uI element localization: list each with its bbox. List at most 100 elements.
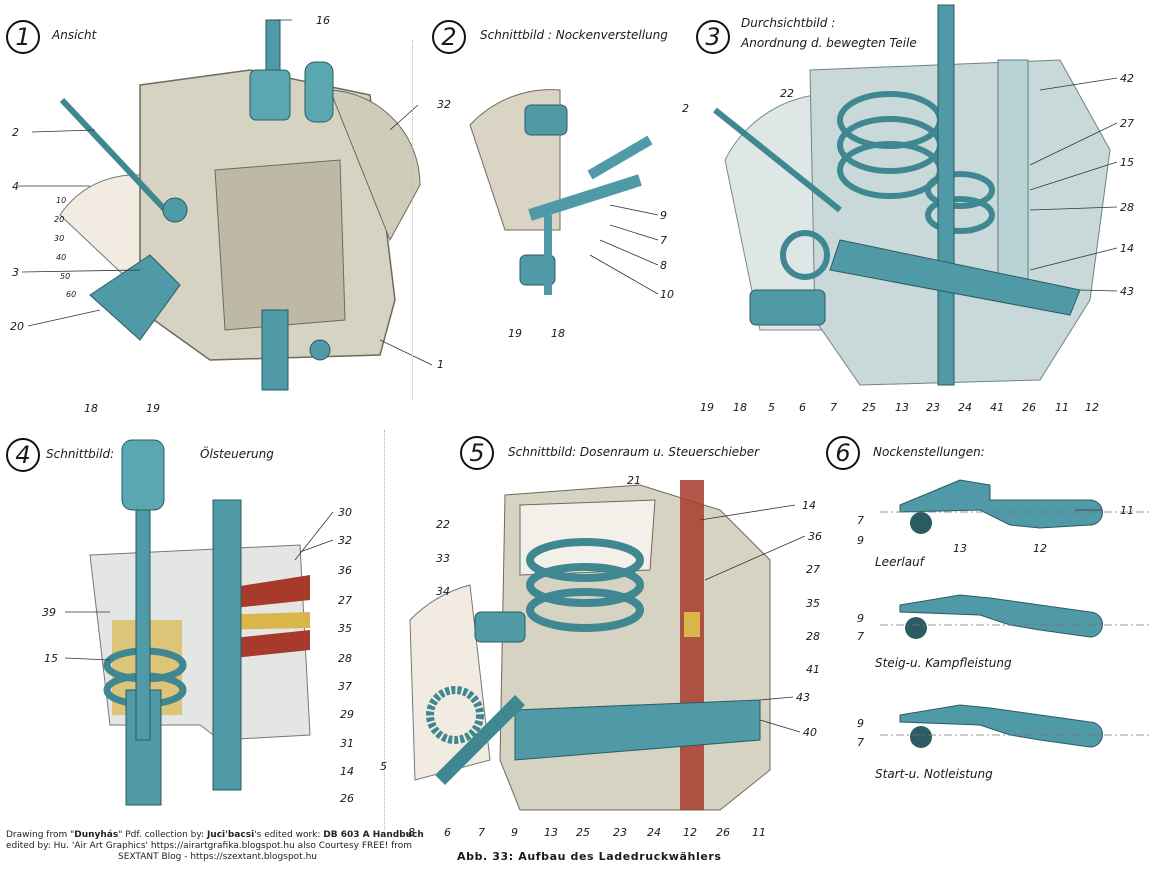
callout-label: 28	[338, 652, 352, 665]
callout-label: 24	[647, 826, 661, 839]
panel-title: Ansicht	[52, 28, 97, 42]
callout-label: 10	[660, 288, 674, 301]
callout-label: 1	[437, 358, 444, 371]
callout-label: 22	[780, 87, 794, 100]
callout-label: 16	[316, 14, 330, 27]
callout-label: 9	[511, 826, 518, 839]
credits-block: Drawing from "Dunyhás" Pdf. collection b…	[6, 830, 424, 863]
callout-label: 41	[806, 663, 820, 676]
panel2-drawing	[469, 89, 653, 295]
callout-label: 22	[436, 518, 450, 531]
callout-label: 7	[857, 514, 864, 527]
callout-label: 23	[926, 401, 940, 414]
callout-label: 31	[340, 737, 354, 750]
credits-text: Juci'bacsi	[206, 830, 255, 840]
callout-label: 23	[613, 826, 627, 839]
callout-label: 7	[478, 826, 485, 839]
callout-label: 5	[380, 760, 387, 773]
callout-label: 19	[700, 401, 714, 414]
callout-label: 12	[1033, 542, 1047, 555]
callout-label: 19	[146, 402, 160, 415]
callout-label: 8	[660, 259, 667, 272]
callout-label: 41	[990, 401, 1004, 414]
callout-label: 39	[42, 606, 56, 619]
callout-label: 32	[338, 534, 352, 547]
callout-label: 29	[340, 708, 354, 721]
callout-label: 43	[1120, 285, 1134, 298]
credits-text: " Pdf. collection by:	[118, 830, 207, 840]
leader-lines	[18, 19, 1118, 733]
callout-label: 11	[1055, 401, 1069, 414]
center-lines	[880, 511, 1150, 736]
panel1-drawing	[59, 19, 421, 391]
callout-label: 35	[338, 622, 352, 635]
callout-label: 26	[340, 792, 354, 805]
callout-label: 9	[857, 717, 864, 730]
callout-label: 13	[953, 542, 967, 555]
separator-line	[384, 430, 385, 830]
callout-label: 35	[806, 597, 820, 610]
callout-label: 15	[44, 652, 58, 665]
callout-label: 4	[12, 180, 19, 193]
credits-text: Drawing from "	[6, 830, 75, 840]
panel-title-b: Ölsteuerung	[200, 447, 274, 461]
callout-label: 8	[408, 826, 415, 839]
callout-label: 6	[444, 826, 451, 839]
callout-label: 14	[340, 765, 354, 778]
panel-title-a: Schnittbild:	[46, 447, 115, 461]
callout-label: 26	[1022, 401, 1036, 414]
callout-label: 28	[806, 630, 820, 643]
callout-label: 7	[857, 630, 864, 643]
callout-label: 14	[802, 499, 816, 512]
separator-line	[412, 40, 413, 400]
cam-position-label: Start-u. Notleistung	[875, 767, 993, 781]
credits-line-3: SEXTANT Blog - https://szextant.blogspot…	[118, 852, 317, 862]
panel-title-line1: Durchsichtbild :	[741, 16, 836, 30]
callout-label: 27	[338, 594, 352, 607]
callout-label: 28	[1120, 201, 1134, 214]
callout-label: 32	[437, 98, 451, 111]
panel-number: 3	[696, 20, 730, 54]
scale-tick: 30	[54, 234, 65, 243]
panel-title: Nockenstellungen:	[873, 445, 985, 459]
scale-tick: 10	[56, 196, 67, 205]
callout-label: 42	[1120, 72, 1134, 85]
callout-label: 18	[733, 401, 747, 414]
panel-title: Schnittbild: Dosenraum u. Steuerschieber	[508, 445, 760, 459]
callout-label: 9	[857, 612, 864, 625]
panel-title-line2: Anordnung d. bewegten Teile	[741, 36, 917, 50]
panel-number: 5	[460, 436, 494, 470]
credits-text: DB 603 A Handbuch	[323, 830, 424, 840]
callout-label: 33	[436, 552, 450, 565]
panel-title: Schnittbild : Nockenverstellung	[480, 28, 668, 42]
callout-label: 20	[10, 320, 24, 333]
credits-text: Dunyhás	[74, 830, 119, 840]
panel-number: 4	[6, 438, 40, 472]
panel3-drawing	[713, 4, 1111, 386]
callout-label: 37	[338, 680, 352, 693]
callout-label: 25	[576, 826, 590, 839]
callout-label: 27	[806, 563, 820, 576]
callout-label: 27	[1120, 117, 1134, 130]
callout-label: 9	[857, 534, 864, 547]
callout-label: 12	[1085, 401, 1099, 414]
callout-label: 13	[544, 826, 558, 839]
panel-number: 6	[826, 436, 860, 470]
callout-label: 3	[12, 266, 19, 279]
callout-label: 2	[12, 126, 19, 139]
callout-label: 13	[895, 401, 909, 414]
callout-label: 24	[958, 401, 972, 414]
credits-text: 's edited work:	[254, 830, 324, 840]
callout-label: 21	[627, 474, 641, 487]
callout-label: 6	[799, 401, 806, 414]
panel4-drawing	[89, 439, 311, 806]
callout-label: 12	[683, 826, 697, 839]
callout-label: 18	[84, 402, 98, 415]
callout-label: 43	[796, 691, 810, 704]
callout-label: 25	[862, 401, 876, 414]
callout-label: 5	[768, 401, 775, 414]
callout-label: 18	[551, 327, 565, 340]
callout-label: 7	[857, 736, 864, 749]
callout-label: 7	[830, 401, 837, 414]
callout-label: 36	[338, 564, 352, 577]
